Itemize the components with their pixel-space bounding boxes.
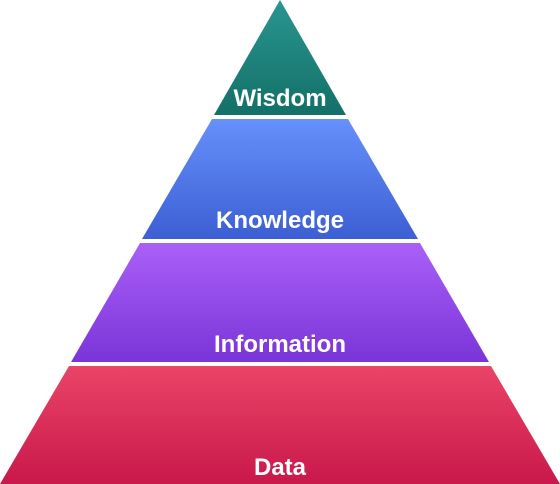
tier-information-shape xyxy=(71,243,489,362)
tier-data-shape xyxy=(0,366,560,484)
tier-wisdom-label: Wisdom xyxy=(233,85,326,112)
tier-wisdom-shape xyxy=(214,0,346,115)
tier-knowledge-shape xyxy=(142,119,418,239)
tier-information: Information xyxy=(71,243,489,362)
tier-data: Data xyxy=(0,366,560,484)
tier-information-label: Information xyxy=(214,331,346,358)
tier-knowledge: Knowledge xyxy=(142,119,418,239)
tier-wisdom: Wisdom xyxy=(214,0,346,115)
tier-data-label: Data xyxy=(254,454,307,481)
tier-knowledge-label: Knowledge xyxy=(216,207,344,234)
